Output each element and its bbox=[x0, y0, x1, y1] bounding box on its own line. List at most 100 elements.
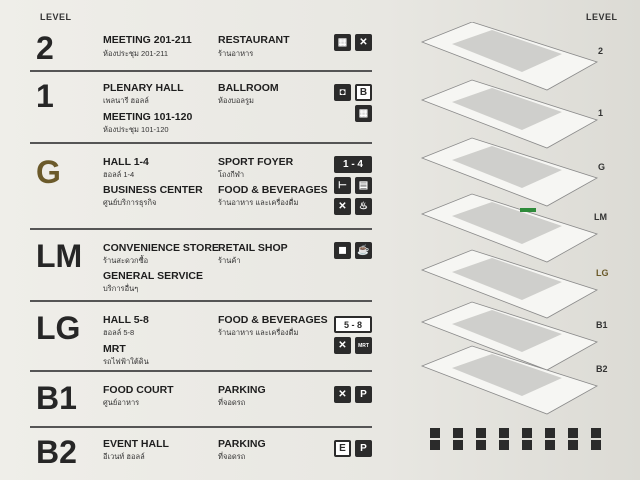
legend-icon bbox=[475, 428, 486, 438]
sport-foyer-icon: ⊢ bbox=[334, 177, 351, 194]
legend-icon bbox=[544, 428, 555, 438]
item-en: EVENT HALL bbox=[103, 438, 169, 450]
legend-item bbox=[448, 440, 467, 450]
floor-LG-rooms bbox=[452, 258, 562, 300]
legend-item bbox=[563, 428, 582, 438]
legend-item bbox=[471, 428, 490, 438]
item-en: GENERAL SERVICE bbox=[103, 270, 203, 282]
shopping-bag-icon: ◼ bbox=[334, 242, 351, 259]
retail-icon: ☕ bbox=[355, 242, 372, 259]
legend-item bbox=[563, 440, 582, 450]
item-en: PARKING bbox=[218, 438, 266, 450]
ballroom-icon: B bbox=[355, 84, 372, 101]
legend-item bbox=[540, 440, 559, 450]
item-th: ห้องประชุม 101-120 bbox=[103, 125, 169, 134]
item-en: HALL 5-8 bbox=[103, 314, 149, 326]
restaurant-icon: ✕ bbox=[334, 198, 351, 215]
map-level-LM: LM bbox=[594, 212, 607, 222]
item-en: BUSINESS CENTER bbox=[103, 184, 203, 196]
map-level-1: 1 bbox=[598, 108, 604, 118]
legend-item bbox=[517, 440, 536, 450]
floor-G-rooms bbox=[452, 146, 562, 188]
item-th: อีเวนท์ ฮอลล์ bbox=[103, 452, 145, 461]
legend-item bbox=[494, 440, 513, 450]
row-level-B1: B1 FOOD COURT ศูนย์อาหาร PARKING ที่จอดร… bbox=[30, 372, 372, 428]
map-level-B1: B1 bbox=[596, 320, 608, 330]
row-level-LG: LG HALL 5-8 ฮอลล์ 5-8 FOOD & BEVERAGES ร… bbox=[30, 302, 372, 372]
item-en: SPORT FOYER bbox=[218, 156, 294, 168]
legend-icon bbox=[590, 440, 601, 450]
item-th: ห้องประชุม 201-211 bbox=[103, 49, 169, 58]
legend-icon bbox=[429, 440, 440, 450]
legend-icon bbox=[567, 440, 578, 450]
legend-icon bbox=[452, 440, 463, 450]
level-number: G bbox=[36, 154, 61, 190]
item-th: ที่จอดรถ bbox=[218, 452, 246, 461]
item-en: RETAIL SHOP bbox=[218, 242, 288, 254]
item-th: ศูนย์อาหาร bbox=[103, 398, 140, 407]
parking-icon: P bbox=[355, 440, 372, 457]
row-level-LM: LM CONVENIENCE STORE ร้านสะดวกซื้อ RETAI… bbox=[30, 230, 372, 302]
item-en: RESTAURANT bbox=[218, 34, 290, 46]
level-header-right: LEVEL bbox=[586, 12, 618, 22]
legend-item bbox=[586, 428, 605, 438]
item-en: MEETING 201-211 bbox=[103, 34, 192, 46]
map-level-B2: B2 bbox=[596, 364, 608, 374]
legend-icon bbox=[590, 428, 601, 438]
item-th: เพลนารี ฮอลล์ bbox=[103, 96, 149, 105]
item-en: HALL 1-4 bbox=[103, 156, 149, 168]
legend-icon bbox=[567, 428, 578, 438]
level-number: 2 bbox=[36, 30, 54, 66]
item-th: ฮอลล์ 5-8 bbox=[103, 328, 135, 337]
legend-item bbox=[494, 428, 513, 438]
legend-item bbox=[471, 440, 490, 450]
item-th: ร้านอาหาร bbox=[218, 49, 254, 58]
legend-icon bbox=[429, 428, 440, 438]
row-level-B2: B2 EVENT HALL อีเวนท์ ฮอลล์ PARKING ที่จ… bbox=[30, 428, 372, 478]
food-court-icon: ✕ bbox=[334, 386, 351, 403]
legend-icon bbox=[452, 428, 463, 438]
map-level-2: 2 bbox=[598, 46, 604, 56]
legend-item bbox=[425, 428, 444, 438]
item-th: บริการอื่นๆ bbox=[103, 284, 139, 293]
legend-icon bbox=[521, 440, 532, 450]
item-th: ที่จอดรถ bbox=[218, 398, 246, 407]
legend-icon bbox=[498, 440, 509, 450]
item-th: ห้องบอลรูม bbox=[218, 96, 254, 105]
item-en: MRT bbox=[103, 343, 126, 355]
level-header-left: LEVEL bbox=[40, 12, 72, 22]
item-en: PLENARY HALL bbox=[103, 82, 184, 94]
item-th: โถงกีฬา bbox=[218, 170, 245, 179]
item-th: ร้านอาหาร และเครื่องดื่ม bbox=[218, 328, 299, 337]
legend-item bbox=[517, 428, 536, 438]
legend-icon bbox=[498, 428, 509, 438]
level-number: LG bbox=[36, 310, 81, 346]
level-number: 1 bbox=[36, 78, 54, 114]
item-th: ศูนย์บริการธุรกิจ bbox=[103, 198, 157, 207]
floor-B2-rooms bbox=[452, 354, 562, 396]
mrt-icon: MRT bbox=[355, 337, 372, 354]
hall-5-8-icon: 5 - 8 bbox=[334, 316, 372, 333]
map-level-LG: LG bbox=[596, 268, 609, 278]
row-level-2: 2 MEETING 201-211 ห้องประชุม 201-211 RES… bbox=[30, 28, 372, 72]
you-are-here-marker bbox=[520, 208, 536, 212]
item-th: รถไฟฟ้าใต้ดิน bbox=[103, 357, 149, 366]
floor-1-rooms bbox=[452, 88, 562, 130]
legend-item bbox=[448, 428, 467, 438]
legend-item bbox=[586, 440, 605, 450]
beverage-icon: ♨ bbox=[355, 198, 372, 215]
legend-item bbox=[425, 440, 444, 450]
event-hall-icon: E bbox=[334, 440, 351, 457]
item-th: ร้านอาหาร และเครื่องดื่ม bbox=[218, 198, 299, 207]
row-level-G: G HALL 1-4 ฮอลล์ 1-4 SPORT FOYER โถงกีฬา… bbox=[30, 144, 372, 230]
item-en: BALLROOM bbox=[218, 82, 279, 94]
floor-2-rooms bbox=[452, 30, 562, 72]
legend-item bbox=[540, 428, 559, 438]
meeting-icon: ▦ bbox=[355, 105, 372, 122]
item-en: CONVENIENCE STORE bbox=[103, 242, 219, 254]
restaurant-icon: ✕ bbox=[355, 34, 372, 51]
meeting-icon: ▦ bbox=[334, 34, 351, 51]
item-en: FOOD & BEVERAGES bbox=[218, 314, 328, 326]
legend-icon bbox=[475, 440, 486, 450]
